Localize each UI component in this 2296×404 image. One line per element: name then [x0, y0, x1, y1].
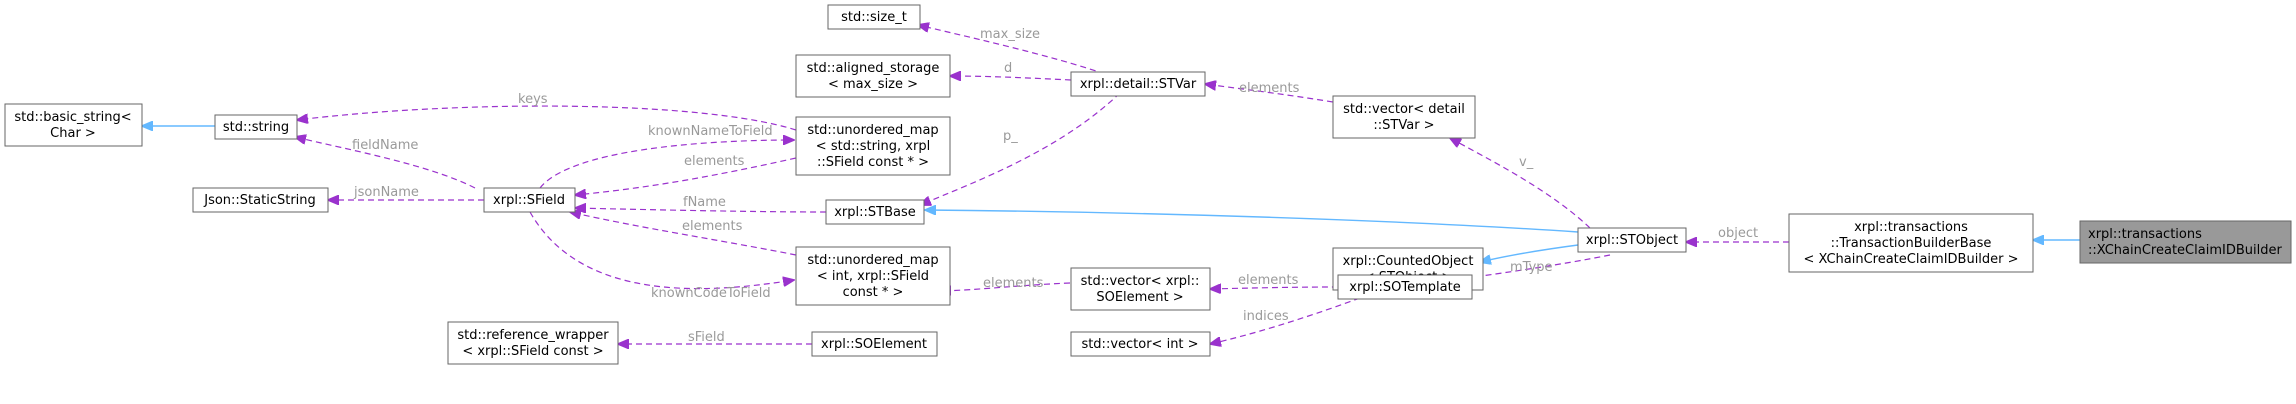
edge-fieldName — [295, 137, 476, 189]
edge-stobject-to-counted-object — [1480, 244, 1579, 262]
node-label-line: std::string — [223, 120, 289, 135]
node-std-reference-wrapper[interactable]: std::reference_wrapper < xrpl::SField co… — [447, 321, 619, 365]
node-label-line: xrpl::SField — [493, 193, 565, 208]
node-label-line: xrpl::CountedObject — [1343, 254, 1474, 269]
node-label-line: < std::string, xrpl — [816, 139, 930, 154]
node-label-line: xrpl::SOElement — [821, 337, 927, 352]
edge-stobject-to-stbase — [925, 210, 1579, 233]
edge-knownCodeToField — [529, 211, 794, 290]
edge-v — [1450, 138, 1591, 229]
node-label-line: xrpl::transactions — [2088, 227, 2202, 242]
edge-max_size — [918, 25, 1106, 75]
node-label-line: std::vector< detail — [1343, 102, 1465, 117]
edge-d — [950, 76, 1072, 80]
node-label-line: std::size_t — [841, 10, 907, 25]
edge-label-indices: indices — [1243, 309, 1289, 324]
node-label-line: ::XChainCreateClaimIDBuilder — [2088, 243, 2282, 258]
edge-elements-umap-int — [570, 212, 797, 256]
edge-label-elements-vector-soelement: elements — [983, 276, 1044, 291]
node-xrpl-stobject[interactable]: xrpl::STObject — [1577, 227, 1687, 253]
edge-label-mType: mType — [1510, 260, 1553, 275]
node-std-vector-soelement[interactable]: std::vector< xrpl:: SOElement > — [1070, 267, 1211, 311]
node-label-line: < XChainCreateClaimIDBuilder > — [1803, 252, 2018, 267]
node-label-line: std::vector< xrpl:: — [1081, 274, 1200, 289]
node-label-line: std::basic_string< — [14, 110, 131, 125]
node-std-string[interactable]: std::string — [214, 114, 298, 140]
node-label-line: xrpl::detail::STVar — [1080, 77, 1197, 92]
edge-label-v: v_ — [1519, 155, 1534, 170]
edge-knownNameToField — [539, 140, 794, 189]
edge-label-elements-umap-int: elements — [682, 219, 743, 234]
node-std-vector-int[interactable]: std::vector< int > — [1070, 331, 1211, 357]
node-label-line: < xrpl::SField const > — [462, 344, 603, 359]
edge-label-knownNameToField: knownNameToField — [648, 124, 773, 139]
edge-p — [920, 92, 1121, 205]
node-label-line: std::unordered_map — [807, 123, 938, 138]
edge-elements-soelement — [1210, 287, 1339, 289]
node-label-line: < int, xrpl::SField — [817, 269, 929, 284]
edge-label-d: d — [1004, 61, 1012, 76]
node-xrpl-soelement[interactable]: xrpl::SOElement — [811, 331, 938, 357]
edge-labels: keys fieldName jsonName knownNameToField… — [352, 27, 1758, 345]
node-label-line: ::SField const * > — [817, 155, 929, 170]
nodes: std::basic_string< Char > std::string Js… — [4, 4, 2292, 365]
edge-label-object: object — [1718, 226, 1758, 241]
node-label-line: Char > — [50, 126, 96, 141]
node-xchain-create-claim-id-builder[interactable]: xrpl::transactions ::XChainCreateClaimID… — [2079, 220, 2292, 264]
edge-label-p: p_ — [1003, 129, 1018, 144]
edge-label-sField: sField — [688, 330, 725, 345]
node-label-line: Json::StaticString — [203, 193, 316, 208]
node-std-unordered-map-int[interactable]: std::unordered_map < int, xrpl::SField c… — [795, 246, 951, 306]
edge-elements-stvar — [1205, 84, 1334, 103]
node-std-size-t[interactable]: std::size_t — [827, 4, 921, 30]
node-label-line: std::vector< int > — [1081, 337, 1198, 352]
node-std-vector-stvar[interactable]: std::vector< detail ::STVar > — [1332, 95, 1476, 139]
edge-label-jsonName: jsonName — [353, 185, 419, 200]
node-transaction-builder-base[interactable]: xrpl::transactions ::TransactionBuilderB… — [1788, 213, 2034, 273]
node-label-line: ::TransactionBuilderBase — [1831, 236, 1992, 251]
node-label-line: std::aligned_storage — [807, 61, 940, 76]
edge-label-knownCodeToField: knownCodeToField — [651, 286, 771, 301]
node-label-line: xrpl::SOTemplate — [1349, 280, 1460, 295]
node-label-line: std::unordered_map — [807, 253, 938, 268]
node-xrpl-sotemplate[interactable]: xrpl::SOTemplate — [1337, 274, 1473, 300]
node-xrpl-sfield[interactable]: xrpl::SField — [483, 187, 576, 213]
node-label-line: const * > — [843, 285, 904, 300]
node-label-line: std::reference_wrapper — [457, 328, 609, 343]
node-std-basic-string[interactable]: std::basic_string< Char > — [4, 103, 143, 147]
node-std-aligned-storage[interactable]: std::aligned_storage < max_size > — [795, 54, 951, 98]
node-json-static-string[interactable]: Json::StaticString — [192, 187, 329, 213]
edge-label-elements-stvar: elements — [1239, 81, 1300, 96]
edge-label-max_size: max_size — [980, 27, 1040, 42]
node-label-line: xrpl::transactions — [1854, 220, 1968, 235]
node-std-unordered-map-string[interactable]: std::unordered_map < std::string, xrpl :… — [795, 116, 951, 176]
edge-label-keys: keys — [518, 92, 548, 107]
edge-label-fName: fName — [683, 195, 726, 210]
edge-label-elements-soelement: elements — [1238, 273, 1299, 288]
edge-label-fieldName: fieldName — [352, 138, 418, 153]
node-label-line: ::STVar > — [1373, 118, 1434, 133]
node-xrpl-stbase[interactable]: xrpl::STBase — [825, 199, 925, 225]
node-label-line: < max_size > — [828, 77, 918, 92]
node-label-line: xrpl::STBase — [834, 205, 916, 220]
node-label-line: xrpl::STObject — [1586, 233, 1678, 248]
node-label-line: SOElement > — [1096, 290, 1183, 305]
edge-elements-umap-string — [575, 157, 797, 195]
edge-indices — [1210, 297, 1361, 344]
node-xrpl-detail-stvar[interactable]: xrpl::detail::STVar — [1070, 71, 1206, 97]
edge-label-elements-umap-string: elements — [684, 154, 745, 169]
